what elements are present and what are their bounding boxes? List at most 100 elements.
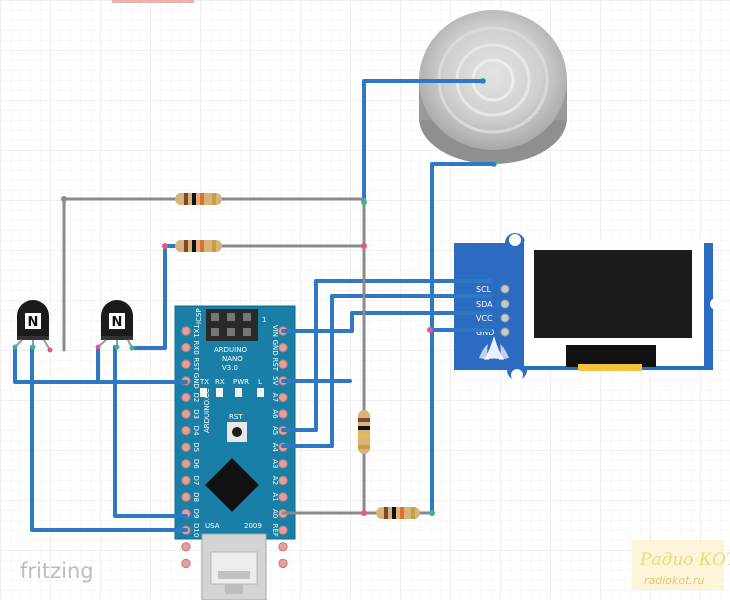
nano-pin-label-left-d3: D3 bbox=[192, 409, 200, 419]
nano-pin-label-right-5v: 5V bbox=[271, 376, 279, 385]
nano-pin-label-right-a1: A1 bbox=[271, 492, 279, 501]
oled-pin-gnd[interactable] bbox=[500, 327, 510, 337]
nano-pin-label-right-a7: A7 bbox=[271, 393, 279, 402]
nano-pin-right-a6[interactable] bbox=[278, 409, 288, 419]
board-title-3: V3.0 bbox=[222, 364, 238, 372]
nano-pin-right-3v3[interactable] bbox=[278, 542, 288, 552]
resistor-r3[interactable] bbox=[358, 410, 370, 454]
rst-button-label: RST bbox=[229, 413, 243, 421]
radiokot-logo: Радио КОТ radiokot.ru bbox=[632, 540, 730, 590]
vendor-label: ARDUINO.CC bbox=[203, 388, 211, 433]
arduino-nano[interactable]: ICSP 1 ARDUINO NANO V3.0 TX RX PWR L ARD… bbox=[174, 305, 296, 571]
nano-pin-label-right-a3: A3 bbox=[271, 459, 279, 468]
led-pwr bbox=[235, 388, 242, 397]
piezo-buzzer[interactable] bbox=[419, 10, 567, 167]
led-rx-label: RX bbox=[215, 378, 225, 386]
nano-pin-label-right-a6: A6 bbox=[271, 409, 279, 419]
oled-logo-icon bbox=[479, 336, 509, 360]
resistor-r4[interactable] bbox=[376, 507, 420, 519]
board-title-2: NANO bbox=[222, 355, 243, 363]
resistor-r1[interactable] bbox=[175, 193, 222, 205]
resistor-r2[interactable] bbox=[175, 240, 222, 252]
wire-a5-scl bbox=[281, 279, 492, 432]
led-rx bbox=[216, 388, 223, 397]
usb-connector bbox=[201, 533, 267, 600]
nano-pin-label-right-gnd: GND bbox=[271, 340, 279, 356]
led-tx-label: TX bbox=[199, 378, 209, 386]
nano-pin-left-rx0[interactable] bbox=[181, 342, 191, 353]
nano-pin-right-a2[interactable] bbox=[278, 475, 288, 486]
nano-pin-right-a7[interactable] bbox=[278, 392, 288, 403]
nano-pin-right-rst[interactable] bbox=[278, 359, 288, 369]
transistor-q2-mark: N bbox=[112, 315, 123, 330]
logo-line1: Радио КОТ bbox=[639, 550, 730, 570]
oled-pin-label-gnd: GND bbox=[476, 328, 494, 337]
wire-buzzer-positive bbox=[362, 79, 485, 204]
wire-gnd-rail bbox=[13, 345, 188, 384]
nano-pin-label-right-d13: D13 bbox=[271, 556, 279, 570]
nano-pin-left-d2[interactable] bbox=[181, 392, 191, 403]
nano-pin-right-ref[interactable] bbox=[278, 525, 288, 535]
atmega-chip bbox=[205, 458, 259, 512]
nano-pin-label-right-vin: VIN bbox=[271, 325, 279, 337]
nano-pin-right-gnd[interactable] bbox=[278, 342, 288, 353]
nano-pin-left-d4[interactable] bbox=[181, 425, 191, 436]
nano-pin-label-left-rst: RST bbox=[192, 357, 200, 371]
oled-pin-vcc[interactable] bbox=[500, 313, 510, 323]
logo-line2: radiokot.ru bbox=[644, 574, 704, 587]
nano-pin-label-right-rst: RST bbox=[271, 357, 279, 371]
board-title-1: ARDUINO bbox=[214, 346, 247, 354]
nano-pin-label-left-d7: D7 bbox=[192, 475, 200, 485]
transistor-q1-mark: N bbox=[28, 315, 39, 330]
nano-pin-label-left-d12: D12 bbox=[192, 556, 200, 570]
junctions bbox=[61, 196, 435, 516]
led-l-label: L bbox=[258, 378, 262, 386]
nano-pin-label-left-rx0: RX0 bbox=[192, 341, 200, 355]
nano-pin-label-right-a5: A5 bbox=[271, 426, 279, 435]
nano-pin-left-d3[interactable] bbox=[181, 409, 191, 419]
oled-ribbon-connector bbox=[566, 345, 656, 367]
nano-pin-label-left-d10: D10 bbox=[192, 523, 200, 537]
usa-label: USA bbox=[205, 522, 220, 530]
nano-pin-label-right-a4: A4 bbox=[271, 443, 279, 453]
oled-pin-label-vcc: VCC bbox=[476, 314, 493, 323]
oled-pin-scl[interactable] bbox=[500, 284, 510, 294]
led-l bbox=[257, 388, 264, 397]
wire-r2-to-q2 bbox=[130, 244, 177, 350]
led-tx bbox=[200, 388, 207, 397]
nano-pin-left-d11[interactable] bbox=[181, 542, 191, 552]
transistor-q1[interactable]: N bbox=[12, 300, 53, 353]
nano-pin-label-right-a2: A2 bbox=[271, 476, 279, 485]
icsp-header bbox=[206, 309, 258, 341]
nano-pin-left-d7[interactable] bbox=[181, 475, 191, 486]
nano-pin-left-d8[interactable] bbox=[181, 492, 191, 502]
nano-pin-label-left-d4: D4 bbox=[192, 426, 200, 436]
nano-pin-label-left-d2: D2 bbox=[192, 392, 200, 402]
oled-screen bbox=[534, 250, 692, 338]
nano-pin-label-left-d5: D5 bbox=[192, 442, 200, 452]
nano-pin-label-left-d6: D6 bbox=[192, 459, 200, 469]
top-edge-marker bbox=[112, 0, 194, 3]
transistor-q2[interactable]: N bbox=[95, 300, 135, 351]
led-pwr-label: PWR bbox=[233, 378, 249, 386]
nano-pin-left-d12[interactable] bbox=[181, 558, 191, 569]
nano-pin-label-right-ref: REF bbox=[271, 524, 279, 537]
nano-pin-right-d13[interactable] bbox=[278, 558, 288, 569]
fritzing-watermark: fritzing bbox=[20, 559, 94, 583]
nano-pin-label-right-a0: A0 bbox=[271, 509, 279, 518]
nano-pin-label-left-tx1: TX1 bbox=[192, 323, 200, 338]
nano-pin-label-right-3v3: 3V3 bbox=[271, 540, 279, 554]
nano-pin-right-a1[interactable] bbox=[278, 492, 288, 502]
nano-pin-left-d6[interactable] bbox=[181, 459, 191, 469]
nano-pin-left-tx1[interactable] bbox=[181, 326, 191, 336]
nano-pin-left-rst[interactable] bbox=[181, 359, 191, 369]
nano-pin-left-d5[interactable] bbox=[181, 442, 191, 452]
wire-a4-sda bbox=[281, 294, 492, 448]
nano-pin-label-left-d11: D11 bbox=[192, 540, 200, 554]
nano-pin-right-a3[interactable] bbox=[278, 459, 288, 469]
icsp-label: ICSP bbox=[195, 308, 203, 324]
oled-pin-sda[interactable] bbox=[500, 299, 510, 309]
